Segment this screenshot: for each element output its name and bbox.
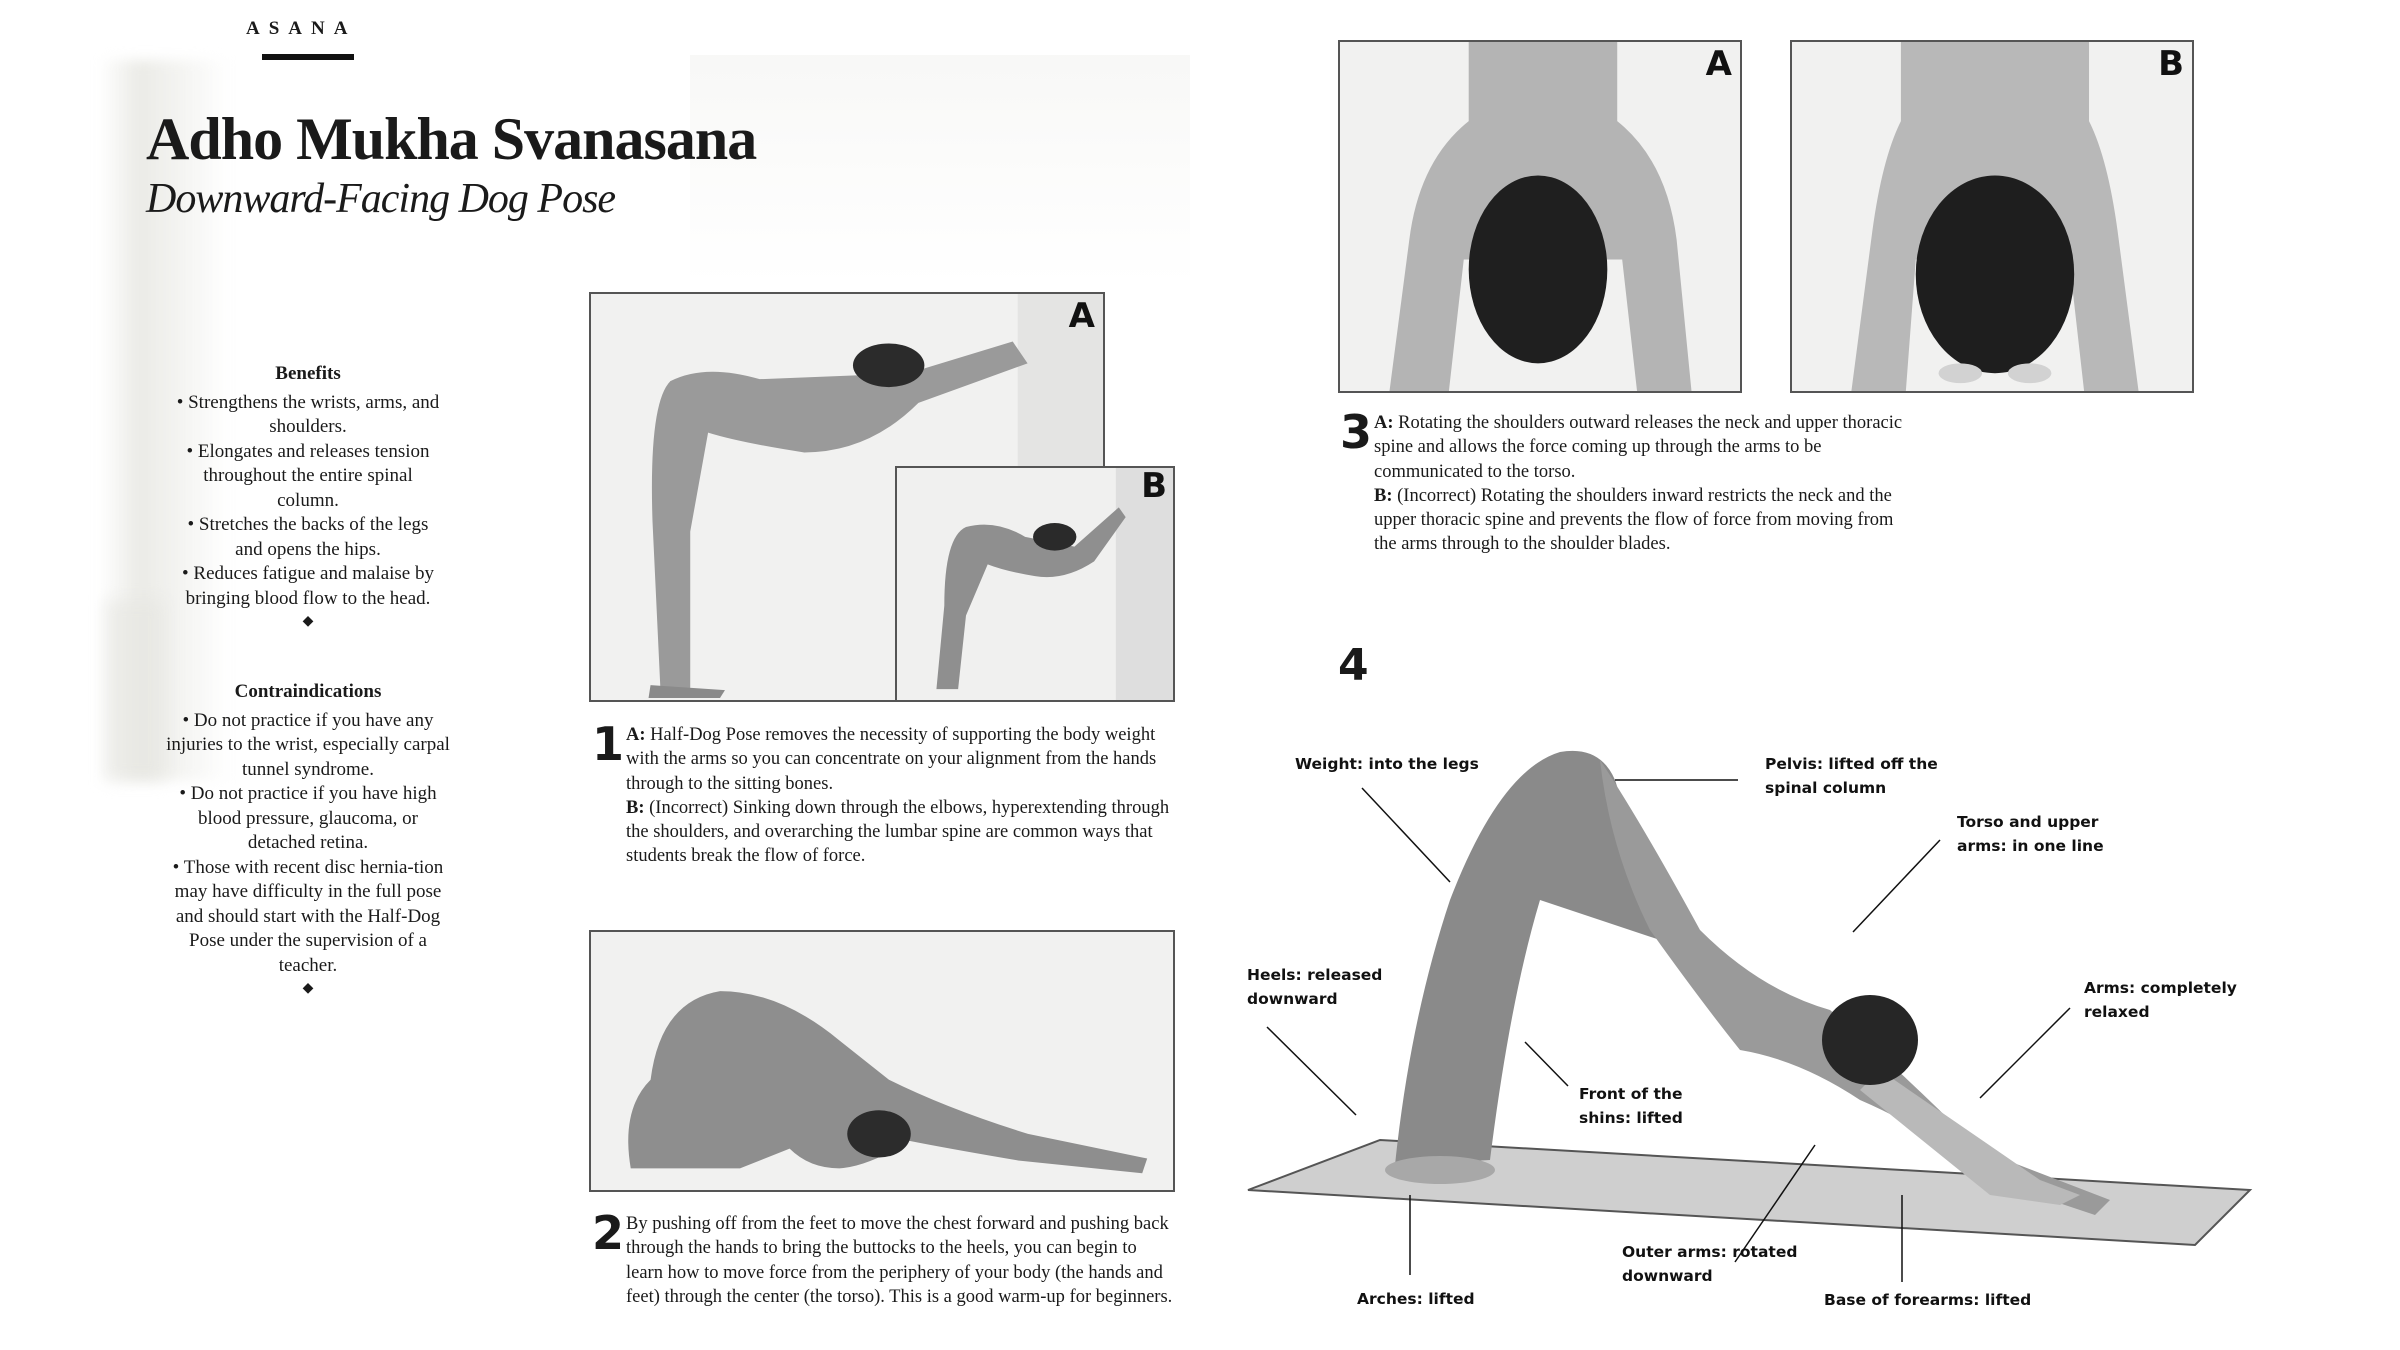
benefit-item: • Elongates and releases tension through… — [186, 440, 430, 511]
figure-number-4: 4 — [1338, 640, 1369, 691]
caption-2-text: By pushing off from the feet to move the… — [626, 1214, 1173, 1307]
caption-label-b: B: — [626, 797, 645, 818]
diamond-divider-icon: ◆ — [302, 981, 314, 996]
caption-figure-2: 2 By pushing off from the feet to move t… — [592, 1210, 1178, 1309]
figure-shoulders-a-illustration — [1389, 42, 1692, 391]
caption-3a: A: Rotating the shoulders outward releas… — [1374, 411, 1914, 484]
caption-1a: A: Half-Dog Pose removes the necessity o… — [626, 723, 1178, 796]
annotation-forearms: Base of forearms: lifted — [1824, 1288, 2031, 1312]
annotation-line: Outer arms: rotated — [1622, 1243, 1798, 1261]
figure-half-dog-b-illustration — [936, 468, 1173, 700]
figure-shoulders-b-illustration — [1851, 42, 2139, 391]
annotation-weight: Weight: into the legs — [1295, 752, 1479, 776]
contraindications-box: Contraindications • Do not practice if y… — [160, 680, 456, 1000]
caption-text-a: Rotating the shoulders outward releases … — [1374, 413, 1903, 482]
annotation-line: downward — [1247, 990, 1338, 1008]
caption-text-b: (Incorrect) Rotating the shoulders inwar… — [1374, 485, 1894, 555]
annotation-line: Arms: completely — [2084, 979, 2237, 997]
annotation-line: Base of forearms: lifted — [1824, 1291, 2032, 1309]
figure-number-3: 3 — [1340, 405, 1373, 459]
annotation-line: spinal column — [1765, 779, 1887, 797]
figure-number-1: 1 — [592, 717, 625, 771]
photo-label-a: A — [1068, 296, 1095, 336]
annotation-line: Pelvis: lifted off the — [1765, 755, 1938, 773]
photo-half-dog-incorrect: B — [895, 466, 1175, 702]
caption-text-b: (Incorrect) Sinking down through the elb… — [626, 797, 1170, 867]
watercolor-wash-lower — [105, 600, 165, 780]
annotation-line: Weight: into the legs — [1295, 755, 1479, 773]
benefits-box: Benefits • Strengthens the wrists, arms,… — [160, 362, 456, 633]
page-subtitle: Downward-Facing Dog Pose — [146, 176, 616, 222]
contraindications-heading: Contraindications — [234, 681, 382, 702]
caption-label-a: A: — [626, 725, 646, 745]
caption-label-a: A: — [1374, 413, 1394, 433]
paper-tint — [690, 55, 1190, 285]
annotation-line: Front of the — [1579, 1085, 1683, 1103]
photo-label-a: A — [1705, 44, 1732, 84]
page-title: Adho Mukha Svanasana — [146, 106, 757, 172]
photo-label-b: B — [2158, 44, 2184, 84]
annotation-line: relaxed — [2084, 1003, 2150, 1021]
benefit-item: • Strengthens the wrists, arms, and shou… — [176, 391, 440, 438]
annotation-line: Torso and upper — [1957, 813, 2099, 831]
figure-warmup-illustration — [628, 991, 1148, 1174]
annotation-heels: Heels: released downward — [1247, 963, 1382, 1011]
contraindication-item: • Those with recent disc hernia-tion may… — [172, 856, 444, 976]
photo-child-pose-warmup — [589, 930, 1175, 1192]
photo-shoulders-inward: B — [1790, 40, 2194, 393]
annotation-arms-relaxed: Arms: completely relaxed — [2084, 976, 2237, 1024]
contraindication-item: • Do not practice if you have any injuri… — [166, 709, 450, 780]
annotation-line: Arches: lifted — [1357, 1290, 1475, 1308]
annotation-line: downward — [1622, 1267, 1713, 1285]
benefits-heading: Benefits — [275, 363, 341, 384]
annotation-line: Heels: released — [1247, 966, 1383, 984]
contraindication-item: • Do not practice if you have high blood… — [179, 783, 437, 853]
figure-number-2: 2 — [592, 1206, 625, 1260]
annotation-arches: Arches: lifted — [1357, 1287, 1475, 1311]
photo-label-b: B — [1141, 466, 1167, 506]
benefit-item: • Reduces fatigue and malaise by bringin… — [182, 563, 434, 609]
caption-label-b: B: — [1374, 485, 1393, 506]
caption-figure-1: 1 A: Half-Dog Pose removes the necessity… — [592, 721, 1178, 869]
caption-figure-3: 3 A: Rotating the shoulders outward rele… — [1340, 409, 1914, 557]
section-kicker: ASANA — [246, 18, 357, 39]
annotation-pelvis: Pelvis: lifted off the spinal column — [1765, 752, 1938, 800]
annotation-line: arms: in one line — [1957, 837, 2104, 855]
annotation-outer-arms: Outer arms: rotated downward — [1622, 1240, 1797, 1288]
photo-shoulders-outward: A — [1338, 40, 1742, 393]
diamond-divider-icon: ◆ — [302, 614, 314, 629]
benefit-item: • Stretches the backs of the legs and op… — [187, 514, 429, 560]
kicker-rule — [262, 54, 354, 60]
annotation-shins: Front of the shins: lifted — [1579, 1082, 1683, 1130]
caption-1b: B: (Incorrect) Sinking down through the … — [626, 796, 1178, 869]
caption-text-a: Half-Dog Pose removes the necessity of s… — [626, 725, 1157, 794]
annotation-line: shins: lifted — [1579, 1109, 1683, 1127]
annotation-torso: Torso and upper arms: in one line — [1957, 810, 2104, 858]
caption-3b: B: (Incorrect) Rotating the shoulders in… — [1374, 484, 1914, 557]
